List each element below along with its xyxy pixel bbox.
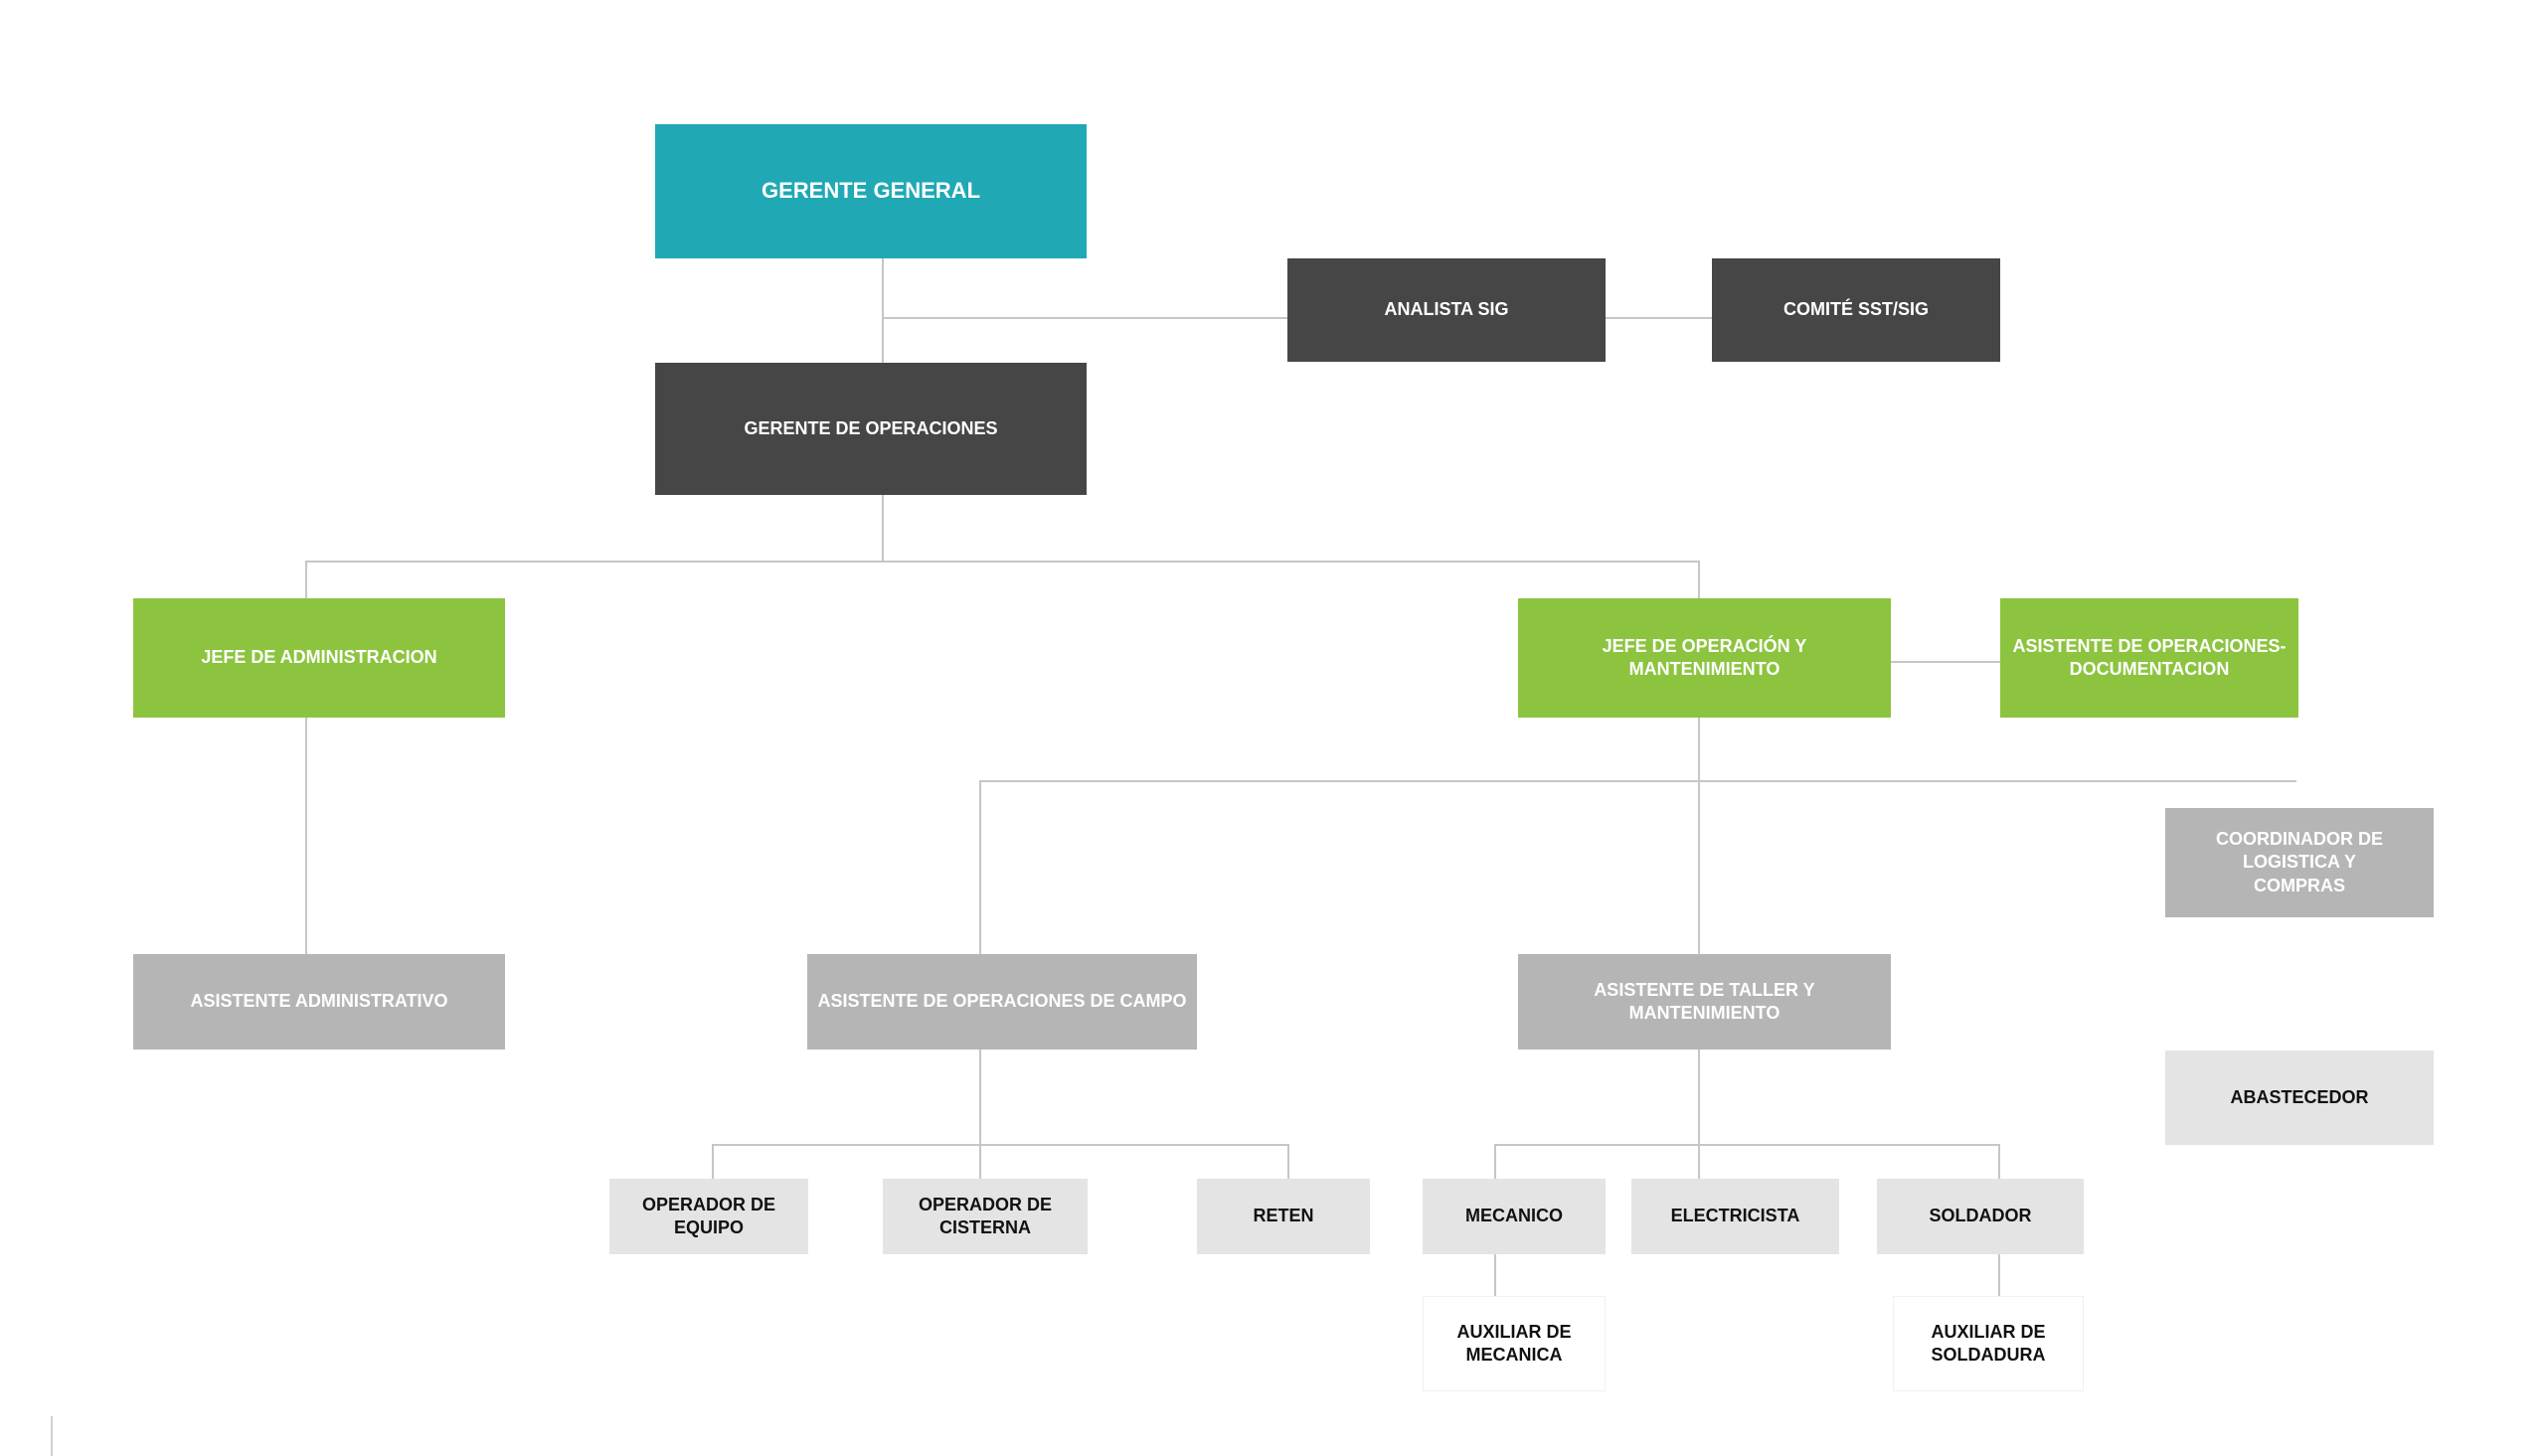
box-label: OPERADOR DE CISTERNA [919,1194,1052,1240]
box-label: RETEN [1253,1206,1314,1226]
box-label-line-2: MECANICA [1465,1345,1563,1365]
connector-line [712,1144,714,1179]
box-asistente-administrativo[interactable]: ASISTENTE ADMINISTRATIVO [133,954,505,1050]
connector-line [882,258,884,364]
box-auxiliar-soldadura[interactable]: AUXILIAR DE SOLDADURA [1893,1296,2084,1391]
box-label: SOLDADOR [1929,1206,2032,1226]
box-asistente-taller-mantenimiento[interactable]: ASISTENTE DE TALLER Y MANTENIMIENTO [1518,954,1891,1050]
connector-line [882,317,1289,319]
box-label: AUXILIAR DE SOLDADURA [1931,1321,2045,1368]
connector-line [305,561,1700,563]
connector-line [305,561,307,598]
box-label: MECANICO [1465,1206,1563,1226]
connector-line [882,495,884,562]
box-label-line-1: AUXILIAR DE [1456,1321,1572,1342]
box-abastecedor[interactable]: ABASTECEDOR [2165,1051,2434,1145]
connector-line [712,1144,1289,1146]
box-jefe-administracion[interactable]: JEFE DE ADMINISTRACION [133,598,505,718]
connector-line [1698,561,1700,598]
box-label-line-1: COORDINADOR DE LOGISTICA Y [2215,828,2383,873]
box-label-line-2: CISTERNA [938,1217,1031,1237]
box-auxiliar-mecanica[interactable]: AUXILIAR DE MECANICA [1423,1296,1606,1391]
box-asistente-operaciones-campo[interactable]: ASISTENTE DE OPERACIONES DE CAMPO [807,954,1197,1050]
connector-line [1287,1144,1289,1179]
box-asistente-operaciones-documentacion[interactable]: ASISTENTE DE OPERACIONES- DOCUMENTACION [2000,598,2298,718]
box-label-line-2: SOLDADURA [1931,1345,2046,1365]
box-label: COORDINADOR DE LOGISTICA Y COMPRAS [2175,828,2424,897]
box-label: COMITÉ SST/SIG [1782,299,1929,320]
box-operador-cisterna[interactable]: OPERADOR DE CISTERNA [883,1179,1088,1254]
box-label: OPERADOR DE EQUIPO [641,1194,775,1237]
connector-line [305,716,307,954]
box-label: JEFE DE OPERACIÓN Y MANTENIMIENTO [1602,635,1807,679]
connector-line [1494,1254,1496,1296]
box-label: ANALISTA SIG [1384,299,1509,320]
connector-line [1494,1144,1496,1179]
box-label: ABASTECEDOR [2230,1086,2369,1107]
connector-line [979,780,981,954]
box-label: GERENTE DE OPERACIONES [744,417,998,438]
box-soldador[interactable]: SOLDADOR [1877,1179,2084,1254]
box-coordinador-logistica-compras[interactable]: COORDINADOR DE LOGISTICA Y COMPRAS [2165,808,2434,917]
box-label: ASISTENTE DE TALLER Y MANTENIMIENTO [1594,979,1815,1023]
connector-line [1891,661,2000,663]
connector-line [1998,1144,2000,1179]
box-label: GERENTE GENERAL [761,178,981,204]
box-label-line-2: DOCUMENTACION [2069,659,2230,679]
box-label-line-1: ASISTENTE DE OPERACIONES- [2012,635,2287,656]
box-label: ASISTENTE ADMINISTRATIVO [190,991,448,1012]
box-label: ELECTRICISTA [1670,1206,1800,1226]
connector-line [979,780,2296,782]
box-label: ASISTENTE DE OPERACIONES DE CAMPO [817,991,1187,1012]
connector-line [1698,716,1700,954]
corner-divider [51,1416,53,1456]
box-reten[interactable]: RETEN [1197,1179,1370,1254]
connector-line [1998,1254,2000,1296]
box-gerente-operaciones[interactable]: GERENTE DE OPERACIONES [655,363,1087,495]
box-label: ASISTENTE DE OPERACIONES- DOCUMENTACION [2012,635,2286,682]
box-gerente-general[interactable]: GERENTE GENERAL [655,124,1087,258]
box-mecanico[interactable]: MECANICO [1423,1179,1606,1254]
connector-line [1494,1144,2000,1146]
box-comite-sst-sig[interactable]: COMITÉ SST/SIG [1712,258,2000,362]
connector-line [1698,1049,1700,1179]
box-operador-equipo[interactable]: OPERADOR DE EQUIPO [609,1179,808,1254]
box-analista-sig[interactable]: ANALISTA SIG [1287,258,1606,362]
box-electricista[interactable]: ELECTRICISTA [1631,1179,1839,1254]
connector-line [979,1049,981,1179]
box-label: AUXILIAR DE MECANICA [1456,1321,1571,1368]
box-label-line-2: COMPRAS [2253,875,2345,895]
box-jefe-operacion-mantenimiento[interactable]: JEFE DE OPERACIÓN Y MANTENIMIENTO [1518,598,1891,718]
box-label-line-1: AUXILIAR DE [1931,1321,2046,1342]
box-label: JEFE DE ADMINISTRACION [201,647,437,668]
connector-line [1605,317,1712,319]
box-label-line-1: OPERADOR DE [918,1194,1052,1214]
